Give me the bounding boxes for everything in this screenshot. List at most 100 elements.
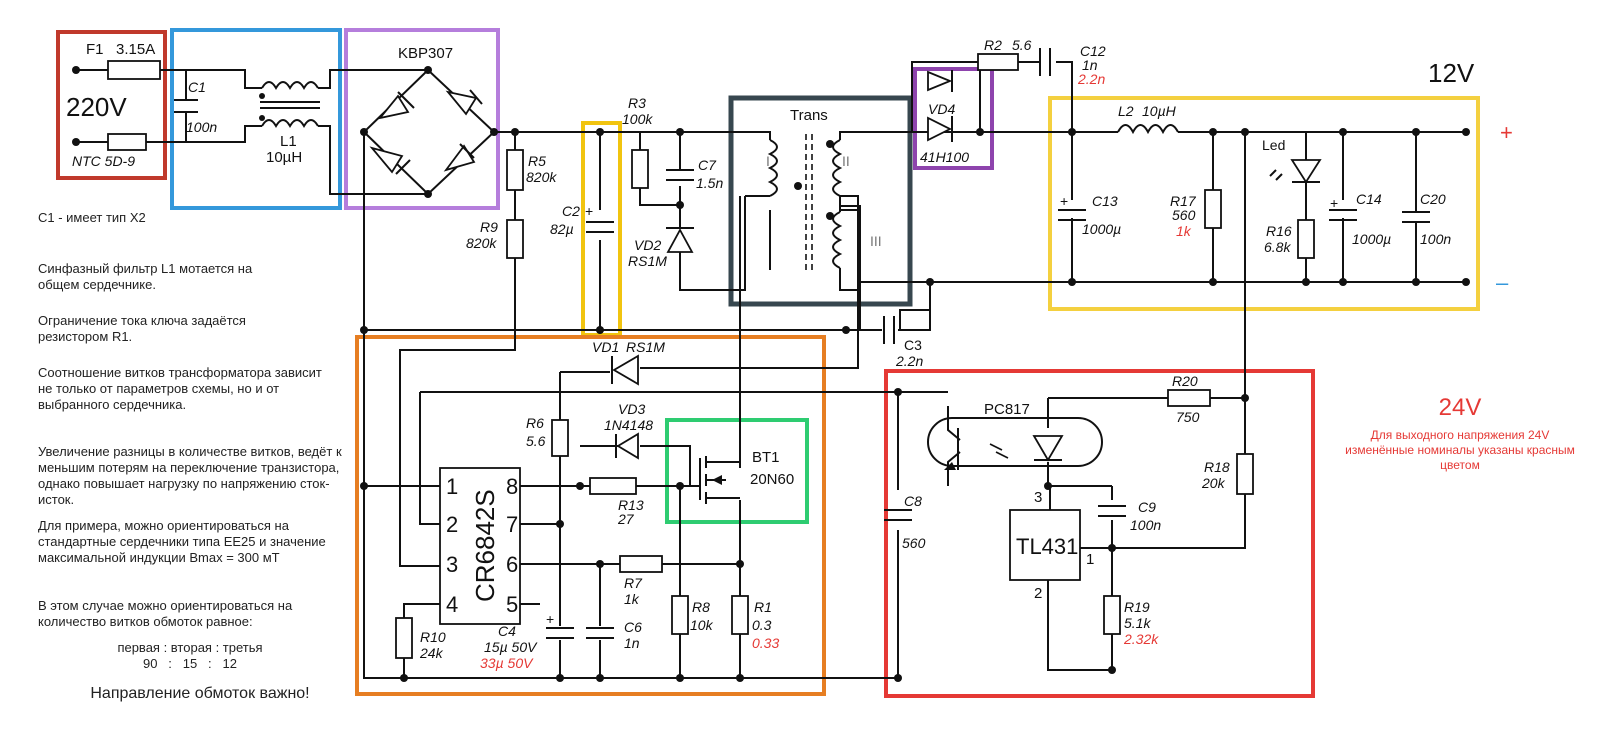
- r20-resistor: [1167, 389, 1211, 407]
- bt1-value: 20N60: [750, 471, 794, 488]
- c1-label: C1: [188, 79, 206, 95]
- r19-resistor: [1103, 595, 1121, 635]
- c7-capacitor: [666, 169, 694, 181]
- ic-label: CR6842S: [470, 489, 500, 602]
- r3-resistor: [631, 149, 649, 189]
- r5-label: R5: [528, 153, 546, 169]
- r1-red-value: 0.33: [752, 635, 779, 651]
- bridge-box: [344, 28, 500, 210]
- winding-3-label: III: [870, 233, 882, 249]
- trans-box: [728, 95, 913, 307]
- vd2-label: VD2: [634, 237, 661, 253]
- c3-value: 2.2n: [895, 353, 923, 369]
- ic-pin-8: 8: [506, 474, 518, 499]
- r16-label: R16: [1266, 223, 1292, 239]
- c2-box: [581, 121, 622, 337]
- vd3-diode: [615, 432, 639, 460]
- r3-value: 100k: [622, 111, 653, 127]
- r18-value: 20k: [1201, 475, 1226, 491]
- c2-value: 82µ: [550, 221, 574, 237]
- ic-pin-6: 6: [506, 552, 518, 577]
- l1-choke: [259, 81, 320, 128]
- r1-resistor: [731, 595, 749, 635]
- note-filter: Синфазный фильтр L1 мотается на общем се…: [38, 261, 253, 292]
- note-turns-diff: Увеличение разницы в количестве витков, …: [38, 444, 342, 507]
- c6-label: C6: [624, 619, 642, 635]
- output-wires: [899, 132, 1417, 398]
- trans-label: Trans: [790, 107, 828, 124]
- c9-label: C9: [1138, 499, 1156, 515]
- v24-note: Для выходного напряжения 24V изменённые …: [1345, 428, 1575, 472]
- c1-capacitor: [174, 99, 198, 113]
- winding-direction-note: Направление обмоток важно!: [90, 685, 310, 702]
- ic-pin-1: 1: [446, 474, 458, 499]
- plus-terminal-label: +: [1500, 120, 1513, 145]
- r2-label: R2: [984, 37, 1002, 53]
- r7-value: 1k: [624, 591, 640, 607]
- c14-plus: +: [1330, 195, 1338, 211]
- c3-capacitor: [858, 282, 931, 344]
- note-current-limit: Ограничение тока ключа задаётся резистор…: [38, 313, 246, 344]
- c13-plus: +: [1060, 193, 1068, 209]
- ntc-label: NTC 5D-9: [72, 153, 135, 169]
- r19-label: R19: [1124, 599, 1150, 615]
- r5-value: 820k: [526, 169, 557, 185]
- f1-rating: 3.15A: [116, 41, 155, 58]
- note-turns-count: В этом случае можно ориентироваться на к…: [38, 598, 293, 629]
- c4-capacitor: [546, 627, 574, 639]
- output-box: [1048, 96, 1480, 311]
- bt1-label: BT1: [752, 449, 780, 466]
- tl431-ic: [1009, 509, 1081, 581]
- vd3-label: VD3: [618, 401, 645, 417]
- r9-resistor: [506, 219, 524, 259]
- r1-label: R1: [754, 599, 772, 615]
- c3-label: C3: [904, 337, 922, 353]
- r13-value: 27: [617, 511, 635, 527]
- f1-label: F1: [86, 41, 104, 58]
- mosfet-box: [665, 418, 809, 524]
- c4-red-value: 33µ 50V: [480, 655, 534, 671]
- v12-label: 12V: [1428, 58, 1475, 88]
- c14-label: C14: [1356, 191, 1382, 207]
- l2-value: 10µH: [1142, 103, 1177, 119]
- r16-resistor: [1297, 219, 1315, 259]
- r17-label: R17: [1170, 193, 1197, 209]
- c12-capacitor: [1018, 48, 1073, 132]
- v220-label: 220V: [66, 92, 127, 122]
- kbp-label: KBP307: [398, 45, 453, 62]
- vd2-diode: [666, 227, 694, 253]
- c2-capacitor: [586, 221, 614, 233]
- r8-resistor: [671, 595, 689, 635]
- r20-value: 750: [1176, 409, 1200, 425]
- c8-capacitor: [884, 509, 912, 521]
- tl431-label: TL431: [1016, 534, 1078, 559]
- c9-capacitor: [1098, 505, 1126, 517]
- r8-value: 10k: [690, 617, 714, 633]
- ic-pin-2: 2: [446, 512, 458, 537]
- tl431-pin-2: 2: [1034, 585, 1042, 602]
- r6-value: 5.6: [526, 433, 546, 449]
- r7-resistor: [619, 555, 663, 573]
- r17-resistor: [1204, 189, 1222, 229]
- c4-value: 15µ 50V: [484, 639, 538, 655]
- r2-resistor: [977, 53, 1019, 71]
- c20-capacitor: [1402, 211, 1430, 223]
- c12-value: 1n: [1082, 57, 1098, 73]
- vd2-value: RS1M: [628, 253, 667, 269]
- note-c1: C1 - имеет тип X2: [38, 210, 146, 225]
- winding-2-label: II: [842, 153, 850, 169]
- ic-pin-5: 5: [506, 592, 518, 617]
- c20-value: 100n: [1420, 231, 1451, 247]
- c12-red-value: 2.2n: [1077, 71, 1105, 87]
- tl431-pin-1: 1: [1086, 551, 1094, 568]
- f1-fuse: [107, 60, 161, 80]
- c20-label: C20: [1420, 191, 1446, 207]
- r9-label: R9: [480, 219, 498, 235]
- c13-capacitor: [1058, 209, 1086, 221]
- l2-label: L2: [1118, 103, 1134, 119]
- pc817-label: PC817: [984, 401, 1030, 418]
- r17-red-value: 1k: [1176, 223, 1192, 239]
- c8-label: C8: [904, 493, 922, 509]
- r6-label: R6: [526, 415, 544, 431]
- r7-label: R7: [624, 575, 643, 591]
